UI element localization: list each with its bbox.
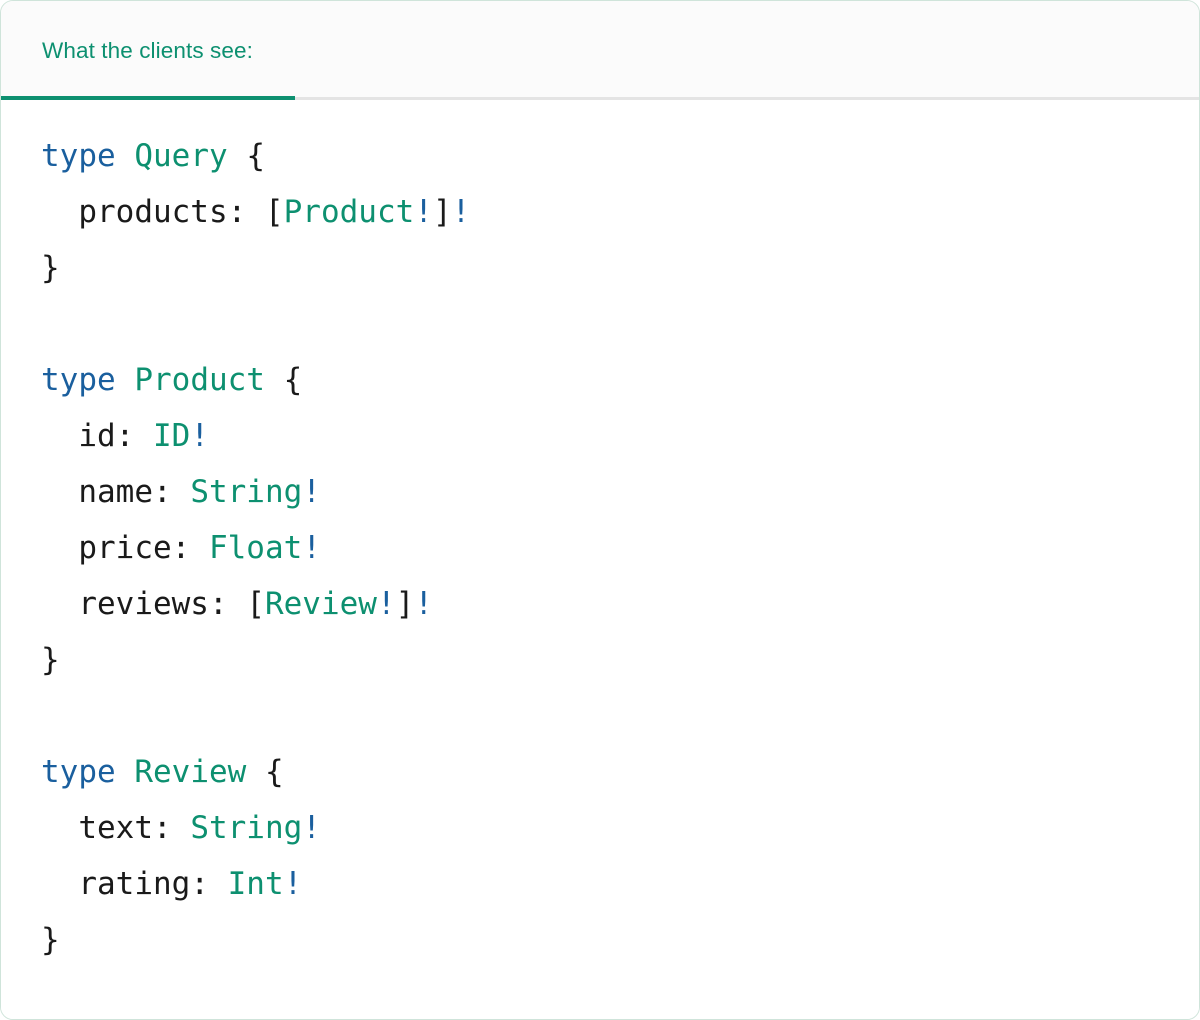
code-area: type Query { products: [Product!]!}​type…: [1, 100, 1199, 1019]
token-kw: type: [41, 138, 116, 174]
code-line: reviews: [Review!]!: [41, 576, 1199, 632]
code-line: name: String!: [41, 464, 1199, 520]
token-punct: {: [283, 362, 303, 398]
token-bang: !: [414, 586, 433, 622]
token-punct: :: [152, 810, 191, 846]
token-bang: !: [451, 194, 471, 230]
token-punct: }: [41, 922, 60, 958]
token-punct: ]: [395, 586, 415, 622]
token-type: Product: [134, 362, 265, 398]
token-field: products: [78, 194, 228, 230]
code-line: }: [41, 632, 1199, 688]
code-line: type Query {: [41, 128, 1199, 184]
tab-what-the-clients-see[interactable]: What the clients see:: [1, 1, 295, 100]
token-punct: [116, 138, 135, 174]
token-kw: type: [41, 362, 116, 398]
token-type: ID: [152, 418, 191, 454]
code-line: ​: [41, 296, 1199, 352]
token-field: price: [78, 530, 172, 566]
code-line: id: ID!: [41, 408, 1199, 464]
token-punct: :: [152, 474, 191, 510]
graphql-schema-code: type Query { products: [Product!]!}​type…: [1, 100, 1199, 968]
token-punct: :: [115, 418, 153, 454]
token-punct: [: [246, 586, 265, 622]
token-punct: }: [41, 250, 60, 286]
code-line: }: [41, 912, 1199, 968]
token-bang: !: [283, 866, 303, 902]
token-punct: :: [208, 586, 247, 622]
token-type: String: [190, 810, 303, 846]
token-punct: }: [41, 642, 60, 678]
token-punct: [116, 362, 135, 398]
code-line: text: String!: [41, 800, 1199, 856]
code-line: type Review {: [41, 744, 1199, 800]
token-bang: !: [376, 586, 396, 622]
token-punct: [: [264, 194, 284, 230]
token-field: name: [78, 474, 153, 510]
code-line: ​: [41, 688, 1199, 744]
code-line: }: [41, 240, 1199, 296]
token-punct: :: [190, 866, 228, 902]
code-line: products: [Product!]!: [41, 184, 1199, 240]
token-punct: [265, 362, 284, 398]
token-type: Float: [208, 530, 303, 566]
token-type: Query: [134, 138, 228, 174]
tab-label: What the clients see:: [42, 37, 253, 63]
token-bang: !: [302, 474, 321, 510]
token-field: reviews: [78, 586, 209, 622]
token-bang: !: [190, 418, 209, 454]
token-type: Product: [283, 194, 415, 230]
token-bang: !: [414, 194, 433, 230]
token-bang: !: [302, 810, 321, 846]
token-field: id: [78, 418, 116, 454]
token-punct: ]: [432, 194, 452, 230]
token-type: Review: [264, 586, 377, 622]
token-field: rating: [78, 866, 191, 902]
token-punct: [246, 754, 265, 790]
token-field: text: [78, 810, 153, 846]
token-bang: !: [302, 530, 321, 566]
token-type: String: [190, 474, 303, 510]
tab-strip: What the clients see:: [1, 1, 1199, 100]
token-punct: {: [264, 754, 284, 790]
token-type: Review: [134, 754, 247, 790]
token-punct: :: [227, 194, 265, 230]
token-punct: {: [246, 138, 265, 174]
token-punct: :: [171, 530, 209, 566]
token-kw: type: [41, 754, 116, 790]
code-line: price: Float!: [41, 520, 1199, 576]
token-type: Int: [227, 866, 284, 902]
code-line: type Product {: [41, 352, 1199, 408]
token-punct: [116, 754, 135, 790]
token-punct: [228, 138, 247, 174]
code-line: rating: Int!: [41, 856, 1199, 912]
